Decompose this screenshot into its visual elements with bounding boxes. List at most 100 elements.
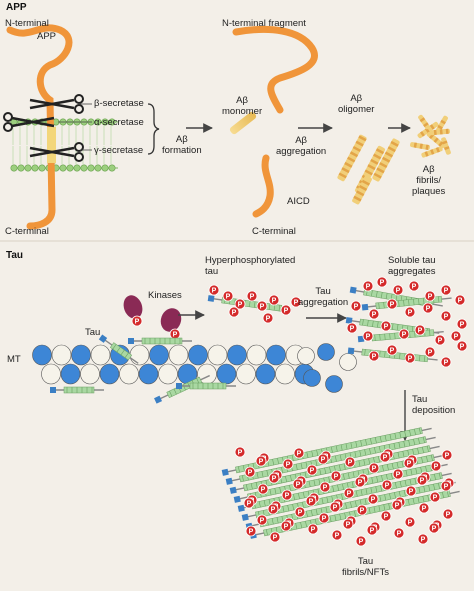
svg-text:P: P xyxy=(460,321,465,328)
svg-text:P: P xyxy=(412,283,417,290)
abeta-fibrils-label-line1: Aβ xyxy=(422,164,435,175)
svg-text:P: P xyxy=(232,309,237,316)
oligomer-peptide xyxy=(352,175,372,205)
soluble-tau-phosphate-badge: P xyxy=(368,308,380,320)
svg-text:P: P xyxy=(380,279,385,286)
svg-text:P: P xyxy=(408,309,413,316)
svg-text:P: P xyxy=(444,483,449,490)
nft-phosphate-badge: P xyxy=(430,460,442,472)
nft-phosphate-badge: P xyxy=(367,493,379,505)
svg-text:P: P xyxy=(212,287,217,294)
tubulin xyxy=(255,363,276,385)
beta-secretase-label: β-secretase xyxy=(94,98,144,109)
svg-text:P: P xyxy=(348,459,353,466)
soluble-tau-phosphate-badge: P xyxy=(368,350,380,362)
app-section-title: APP xyxy=(6,2,27,13)
abeta-aggregation-label-line2: aggregation xyxy=(276,146,327,157)
svg-text:P: P xyxy=(408,355,413,362)
abeta-formation-brace xyxy=(147,103,160,155)
tau-strand xyxy=(98,334,139,364)
nft-phosphate-badge: P xyxy=(391,499,403,511)
kinase-2 xyxy=(160,308,182,332)
tubulin xyxy=(266,344,286,366)
abeta-fibrils-label: Aβ fibrils/ plaques xyxy=(412,164,445,197)
abeta-aggregation-label-line1: Aβ xyxy=(295,135,307,146)
soluble-tau-phosphate-badge: P xyxy=(392,284,404,296)
nft-phosphate-badge: P xyxy=(331,529,343,541)
nft-tau-strand xyxy=(225,436,436,485)
tau-deposition-label: Tau deposition xyxy=(412,394,455,416)
lipid-head xyxy=(31,164,39,172)
loose-tubulin xyxy=(303,369,321,387)
soluble-tau-phosphate-badge: P xyxy=(440,284,452,296)
hyper-tau-phosphate-badge: P xyxy=(222,290,234,302)
soluble-tau-phosphate-badge: P xyxy=(450,330,462,342)
lipid-head xyxy=(73,164,81,172)
tubulin xyxy=(41,363,61,385)
abeta-monomer-peptide xyxy=(229,111,257,135)
svg-text:P: P xyxy=(173,331,178,338)
aicd-fragment-protein xyxy=(252,154,274,218)
soluble-tau-phosphate-badge: P xyxy=(456,340,468,352)
tau-section-title: Tau xyxy=(6,250,24,261)
nft-phosphate-badge: P xyxy=(292,478,304,490)
hyper-tau-phosphate-badge: P xyxy=(234,298,246,310)
abeta-region-in-app xyxy=(47,127,56,163)
svg-text:P: P xyxy=(359,538,364,545)
soluble-tau-phosphate-badge: P xyxy=(404,352,416,364)
nft-phosphate-badge: P xyxy=(329,501,341,513)
soluble-tau-aggregates-label: Soluble tau aggregates xyxy=(388,255,436,277)
svg-text:P: P xyxy=(354,303,359,310)
lipid-head xyxy=(108,164,116,172)
svg-text:P: P xyxy=(366,283,371,290)
svg-text:P: P xyxy=(259,458,264,465)
loose-tubulin-dimers xyxy=(297,343,357,393)
n-terminal-label: N-terminal xyxy=(5,18,49,29)
tau-fibrils-label-line2: fibrils/NFTs xyxy=(342,567,389,578)
soluble-tau-phosphate-badge: P xyxy=(362,280,374,292)
svg-text:P: P xyxy=(294,299,299,306)
svg-text:P: P xyxy=(444,287,449,294)
hyper-tau-phosphate-badge: P xyxy=(228,306,240,318)
hyper-tau-phosphate-badge: P xyxy=(208,284,220,296)
app-label: APP xyxy=(37,31,57,42)
tau-fibrils-label-line1: Tau xyxy=(357,556,374,567)
abeta-formation-label-line2: formation xyxy=(162,145,202,156)
svg-text:P: P xyxy=(135,318,140,325)
nft-phosphate-badge: P xyxy=(245,525,257,537)
svg-text:P: P xyxy=(286,461,291,468)
tau-strand xyxy=(154,374,210,404)
svg-text:P: P xyxy=(311,526,316,533)
svg-text:P: P xyxy=(346,521,351,528)
app-protein xyxy=(6,24,73,230)
soluble-tau-phosphate-badge: P xyxy=(424,290,436,302)
svg-text:P: P xyxy=(460,343,465,350)
mt-label: MT xyxy=(7,354,21,365)
svg-text:P: P xyxy=(261,486,266,493)
soluble-tau-phosphate-badge: P xyxy=(456,318,468,330)
soluble-tau-phosphate-badge: P xyxy=(398,328,410,340)
tau-aggregation-label-line2: aggregation xyxy=(298,297,349,308)
nft-phosphate-badge: P xyxy=(368,462,380,474)
lipid-head xyxy=(24,164,32,172)
soluble-tau-phosphate-badge: P xyxy=(386,298,398,310)
nft-phosphate-badge: P xyxy=(318,512,330,524)
abeta-oligomer-group xyxy=(337,134,400,205)
tau-fibrils-nfts-label: Tau fibrils/NFTs xyxy=(342,556,389,578)
abeta-fibrils-label-line2: fibrils/ xyxy=(416,175,442,186)
lipid-head xyxy=(59,164,67,172)
svg-text:P: P xyxy=(409,488,414,495)
gamma-secretase-scissors-icon xyxy=(29,142,84,162)
n-terminal-fragment-protein xyxy=(232,25,318,114)
tubulin xyxy=(138,363,159,385)
soluble-tau-phosphate-badge: P xyxy=(440,356,452,368)
svg-text:P: P xyxy=(321,456,326,463)
svg-text:P: P xyxy=(422,505,427,512)
tubulin xyxy=(275,363,295,385)
abeta-monomer-label-line1: Aβ xyxy=(236,95,248,106)
hyper-tau-phosphate-badge: P xyxy=(256,300,268,312)
soluble-tau-phosphate-badge: P xyxy=(386,344,398,356)
svg-text:P: P xyxy=(384,513,389,520)
kinases-label: Kinases xyxy=(148,290,182,301)
